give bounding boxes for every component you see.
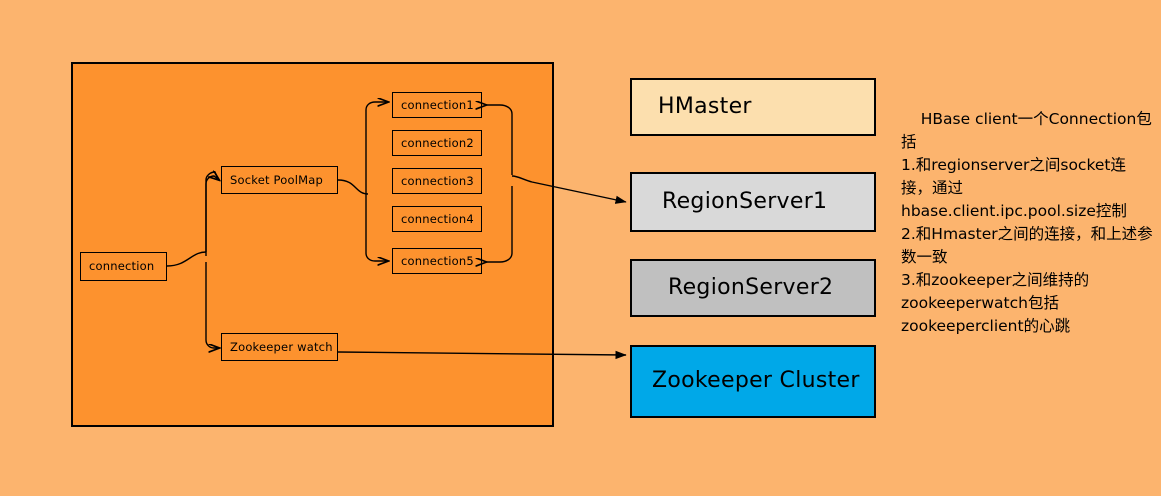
node-zookeeper-watch-label: Zookeeper watch	[230, 339, 333, 354]
node-connection1[interactable]: connection1	[392, 92, 482, 118]
annotation-text: HBase client一个Connection包括 1.和regionserv…	[901, 85, 1153, 361]
node-hmaster-label: HMaster	[658, 93, 752, 119]
node-socket-poolmap[interactable]: Socket PoolMap	[221, 166, 338, 194]
node-zookeeper-cluster-label: Zookeeper Cluster	[652, 368, 860, 394]
hbase-client-panel	[71, 62, 554, 427]
node-connection-label: connection	[89, 259, 155, 274]
node-connection4[interactable]: connection4	[392, 206, 482, 232]
node-connection5[interactable]: connection5	[392, 248, 482, 274]
node-hmaster[interactable]: HMaster	[630, 78, 876, 136]
node-regionserver1-label: RegionServer1	[662, 188, 828, 214]
node-zookeeper-watch[interactable]: Zookeeper watch	[221, 333, 338, 361]
node-connection2[interactable]: connection2	[392, 130, 482, 156]
node-socket-poolmap-label: Socket PoolMap	[230, 172, 324, 187]
node-regionserver2-label: RegionServer2	[668, 274, 834, 300]
node-connection3[interactable]: connection3	[392, 168, 482, 194]
node-zookeeper-cluster[interactable]: Zookeeper Cluster	[630, 345, 876, 418]
node-connection4-label: connection4	[401, 211, 474, 226]
node-regionserver2[interactable]: RegionServer2	[630, 259, 876, 317]
node-connection3-label: connection3	[401, 173, 474, 188]
annotation-body: HBase client一个Connection包括 1.和regionserv…	[901, 110, 1153, 335]
node-connection[interactable]: connection	[80, 252, 167, 281]
node-connection5-label: connection5	[401, 253, 474, 268]
node-regionserver1[interactable]: RegionServer1	[630, 172, 876, 232]
node-connection2-label: connection2	[401, 135, 474, 150]
node-connection1-label: connection1	[401, 97, 474, 112]
